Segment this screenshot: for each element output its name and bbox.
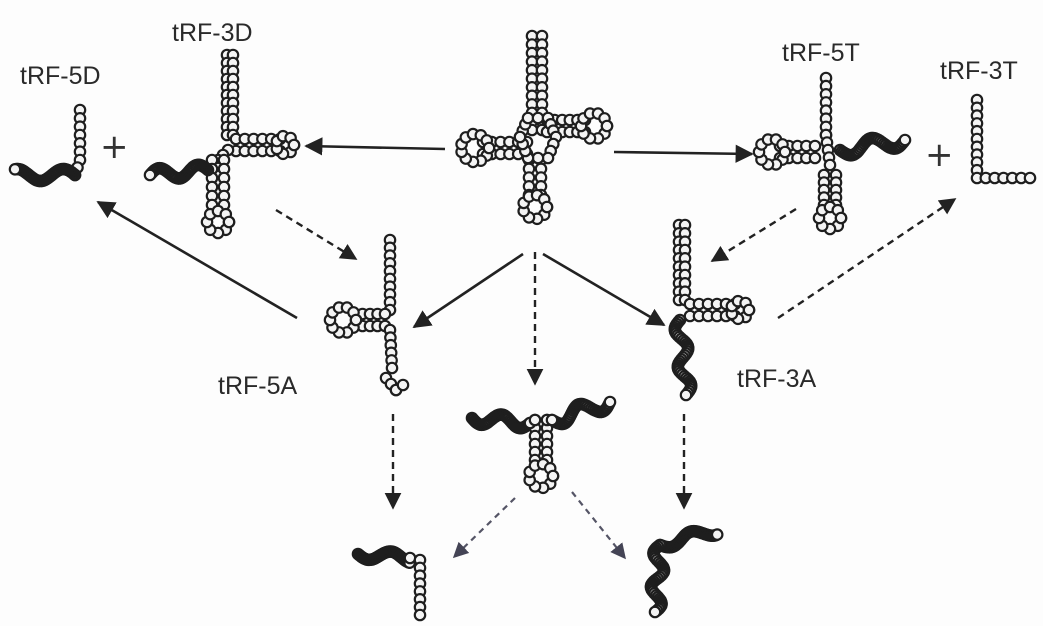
arrow-center-to-5a	[412, 252, 524, 329]
nucleotide-bead	[528, 413, 542, 427]
nucleotide-bead	[898, 133, 912, 147]
nucleotide-bead	[222, 215, 236, 229]
arrow-mid-to-bottom-left	[452, 497, 516, 559]
nucleotide-bead	[823, 158, 837, 172]
nucleotide-bead	[349, 313, 363, 327]
nucleotide-bead	[513, 130, 527, 144]
nucleotide-bead	[413, 608, 427, 622]
nucleotide-bead	[603, 395, 617, 409]
trf-3t-fragment	[970, 93, 1037, 185]
trf-3d-fragment	[143, 48, 301, 240]
plus-sign-right: +	[925, 135, 954, 175]
trna-center-molecule	[455, 29, 614, 226]
arrow-center-to-3a	[542, 252, 666, 327]
nucleotide-bead	[531, 151, 545, 165]
label-trf-5d: tRF-5D	[20, 62, 101, 90]
nucleotide-bead	[540, 200, 554, 214]
nucleotide-bead	[521, 111, 535, 125]
trf-5d-fragment	[8, 103, 87, 188]
nucleotide-bead	[742, 303, 756, 317]
nucleotide-bead	[385, 361, 399, 375]
nucleotide-bead	[541, 151, 555, 165]
nucleotide-bead	[396, 378, 410, 392]
anticodon-stem-fragment	[465, 395, 617, 495]
nucleotide-bead	[648, 605, 662, 619]
label-trf-3d: tRF-3D	[172, 19, 253, 47]
arrow-5t-to-3a	[710, 207, 797, 263]
nucleotide-bead	[600, 119, 614, 133]
nucleotide-bead	[143, 168, 157, 182]
nucleotide-bead	[834, 211, 848, 225]
nucleotide-bead	[403, 551, 417, 565]
nucleotide-bead	[8, 163, 22, 176]
label-trf-3t: tRF-3T	[940, 57, 1018, 85]
arrows	[96, 137, 957, 560]
nucleotide-bead	[679, 388, 693, 402]
nucleotide-bead	[378, 307, 392, 321]
nucleotide-bead	[808, 151, 822, 165]
plus-sign-left: +	[100, 127, 129, 167]
nucleotide-bead	[287, 138, 301, 152]
nucleotide-bead	[545, 413, 559, 427]
arrow-3a-to-3t	[777, 198, 957, 319]
nucleotide-bead	[808, 139, 822, 153]
nucleotide-bead	[1023, 171, 1037, 185]
label-trf-3a: tRF-3A	[737, 365, 817, 393]
nucleotide-bead	[531, 111, 545, 125]
nucleotide-bead	[546, 469, 560, 483]
arrow-mid-to-bottom-right	[571, 491, 626, 560]
nucleotide-bead	[778, 145, 792, 159]
arrow-center-to-3d	[304, 137, 446, 156]
arrow-5a-to-5d	[96, 200, 298, 320]
bottom-right-fragment	[644, 524, 724, 619]
nucleotide-bead	[710, 528, 724, 541]
trf-5a-fragment	[323, 233, 410, 397]
arrow-3d-to-5a	[275, 208, 358, 261]
bottom-left-fragment	[351, 545, 427, 622]
label-trf-5t: tRF-5T	[782, 39, 860, 67]
nucleotide-bead	[482, 141, 496, 155]
trf-3a-fragment	[668, 218, 756, 402]
arrow-center-to-5t	[613, 144, 754, 163]
trf-5t-fragment	[752, 71, 912, 236]
label-trf-5a: tRF-5A	[218, 372, 298, 400]
